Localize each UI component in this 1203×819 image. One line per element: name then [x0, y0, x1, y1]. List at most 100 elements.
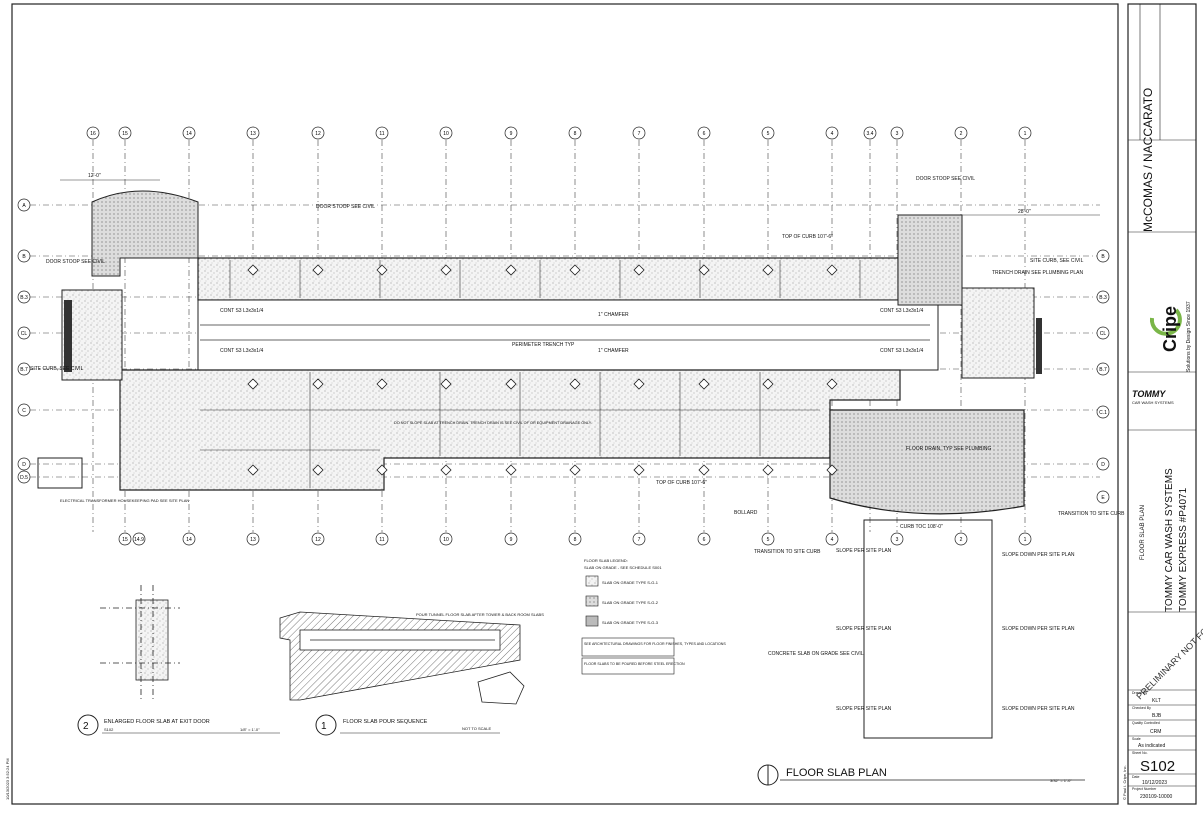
grid-bubble-top-12-label: 12	[315, 131, 321, 137]
grid-bubble-top-12	[311, 126, 325, 140]
column-marker	[247, 378, 259, 390]
dim-28: 28'-0"	[1018, 209, 1031, 215]
grid-bubble-top-6	[697, 126, 711, 140]
grid-bubble-left-B	[17, 249, 31, 263]
qc: CRM	[1150, 729, 1161, 735]
grid-bubble-bottom-15-label: 15	[122, 537, 128, 543]
grid-bubble-bottom-1-label: 1	[1024, 537, 1027, 543]
firm-name: McCOMAS / NACCARATO	[1141, 88, 1155, 232]
grid-bubble-bottom-5-label: 5	[767, 537, 770, 543]
detail-1-scale: NOT TO SCALE	[462, 726, 491, 731]
detail-1-note: POUR TUNNEL FLOOR SLAB AFTER TOWER & BAC…	[416, 612, 544, 617]
grid-bubble-left-CL	[17, 326, 31, 340]
grid-bubble-left-B.7-label: B.7	[20, 367, 28, 373]
grid-bubble-top-7-label: 7	[638, 131, 641, 137]
column-marker	[440, 464, 452, 476]
column-marker	[633, 378, 645, 390]
grid-bubble-top-13	[246, 126, 260, 140]
grid-bubble-top-1	[1018, 126, 1032, 140]
grid-bubble-bottom-14.9-label: 14.9	[134, 537, 144, 543]
grid-bubble-left-B-label: B	[22, 254, 26, 260]
plan-title: FLOOR SLAB PLAN	[786, 767, 887, 779]
column-marker	[440, 378, 452, 390]
grid-bubble-top-15-label: 15	[122, 131, 128, 137]
grid-bubble-bottom-11-label: 11	[379, 537, 384, 543]
grid-bubble-bottom-6	[697, 532, 711, 546]
grid-bubble-top-16	[86, 126, 100, 140]
annotation-slope-per-site-2: SLOPE PER SITE PLAN	[836, 626, 892, 632]
annotation-top-of-curb-1: TOP OF CURB 107'-6"	[782, 234, 833, 240]
annotation-transition-right: TRANSITION TO SITE CURB	[1058, 511, 1125, 517]
column-marker	[698, 378, 710, 390]
annotation-slope-down-3: SLOPE DOWN PER SITE PLAN	[1002, 706, 1075, 712]
annotation-cont-1: CONT S3 L3x3x1/4	[220, 308, 263, 314]
annotation-concrete-slab: CONCRETE SLAB ON GRADE SEE CIVIL	[768, 651, 864, 657]
legend-swatch-1	[585, 575, 599, 587]
detail-2-drawing	[100, 585, 180, 700]
annotation-cont-3: CONT S3 L3x3x1/4	[880, 308, 923, 314]
grid-bubble-bottom-3	[890, 532, 904, 546]
grid-bubble-bottom-13-label: 13	[250, 537, 256, 543]
legend-note-2: FLOOR SLABS TO BE POURED BEFORE STEEL ER…	[584, 662, 685, 666]
column-marker	[376, 378, 388, 390]
annotation-chamfer-2: 1" CHAMFER	[598, 348, 629, 354]
grid-bubble-left-CL-label: CL	[21, 331, 28, 337]
title-block-border	[1127, 3, 1197, 805]
column-marker	[762, 264, 774, 276]
annotation-perimeter-trench: PERIMETER TRENCH TYP	[512, 342, 575, 348]
project-number: 230109-10000	[1140, 794, 1172, 800]
column-marker	[505, 378, 517, 390]
grid-bubble-top-13-label: 13	[250, 131, 256, 137]
grid-bubble-bottom-12-label: 12	[315, 537, 321, 543]
detail-1-title: FLOOR SLAB POUR SEQUENCE	[343, 719, 428, 725]
grid-bubble-right-B.7-label: B.7	[1099, 367, 1107, 373]
grid-bubble-left-D.5	[17, 470, 31, 484]
grid-bubble-top-14-label: 14	[186, 131, 192, 137]
grid-bubble-top-10-label: 10	[443, 131, 449, 137]
grid-bubble-right-B.3	[1096, 290, 1110, 304]
sheet-desc: FLOOR SLAB PLAN	[1140, 505, 1146, 560]
date-label: Date	[1132, 775, 1139, 779]
grid-bubble-left-B.3	[17, 290, 31, 304]
grid-bubble-top-6-label: 6	[703, 131, 706, 137]
annotation-site-curb-right: SITE CURB, SEE CIVIL	[1030, 258, 1084, 264]
column-marker	[376, 264, 388, 276]
grid-bubble-right-B.3-label: B.3	[1099, 295, 1107, 301]
grid-bubble-top-2	[954, 126, 968, 140]
detail-2-ref: S102	[104, 727, 114, 732]
grid-bubble-top-11-label: 11	[379, 131, 384, 137]
grid-bubble-right-E-label: E	[1101, 495, 1105, 501]
grid-bubble-top-3.4-label: 3.4	[867, 131, 874, 137]
column-marker	[762, 464, 774, 476]
detail-2-number: 2	[83, 721, 89, 732]
grid-bubble-bottom-4-label: 4	[831, 537, 834, 543]
annotation-site-curb-left: SITE CURB, SEE CIVIL	[30, 366, 84, 372]
detail-1-drawing	[279, 611, 525, 705]
grid-bubble-left-C	[17, 403, 31, 417]
legend-subtitle: SLAB ON GRADE - SEE SCHEDULE S001	[584, 565, 662, 570]
grid-bubble-left-B.7	[17, 362, 31, 376]
grid-bubble-bottom-10-label: 10	[443, 537, 449, 543]
column-marker	[826, 264, 838, 276]
dim-12: 12'-0"	[88, 173, 101, 179]
drawn-by-label: Drawn By	[1132, 691, 1147, 695]
plan-scale: 3/32" = 1'-0"	[1050, 778, 1072, 783]
column-marker	[569, 464, 581, 476]
annotation-transition-bottom: TRANSITION TO SITE CURB	[754, 549, 821, 555]
column-marker	[247, 464, 259, 476]
grid-bubble-bottom-1	[1018, 532, 1032, 546]
column-marker	[633, 464, 645, 476]
grid-bubble-left-C-label: C	[22, 408, 26, 414]
grid-bubble-top-16-label: 16	[90, 131, 96, 137]
grid-bubble-left-A-label: A	[22, 203, 26, 209]
grid-bubble-top-5	[761, 126, 775, 140]
grid-bubble-top-8	[568, 126, 582, 140]
grid-bubble-bottom-3-label: 3	[896, 537, 899, 543]
column-marker	[762, 378, 774, 390]
grid-bubble-bottom-7-label: 7	[638, 537, 641, 543]
copyright: © Paul I. Cripe, Inc.	[1122, 765, 1127, 800]
title-block-lines	[1128, 4, 1196, 787]
legend-note-box-2	[581, 657, 675, 675]
scale-value: As indicated	[1138, 743, 1165, 749]
